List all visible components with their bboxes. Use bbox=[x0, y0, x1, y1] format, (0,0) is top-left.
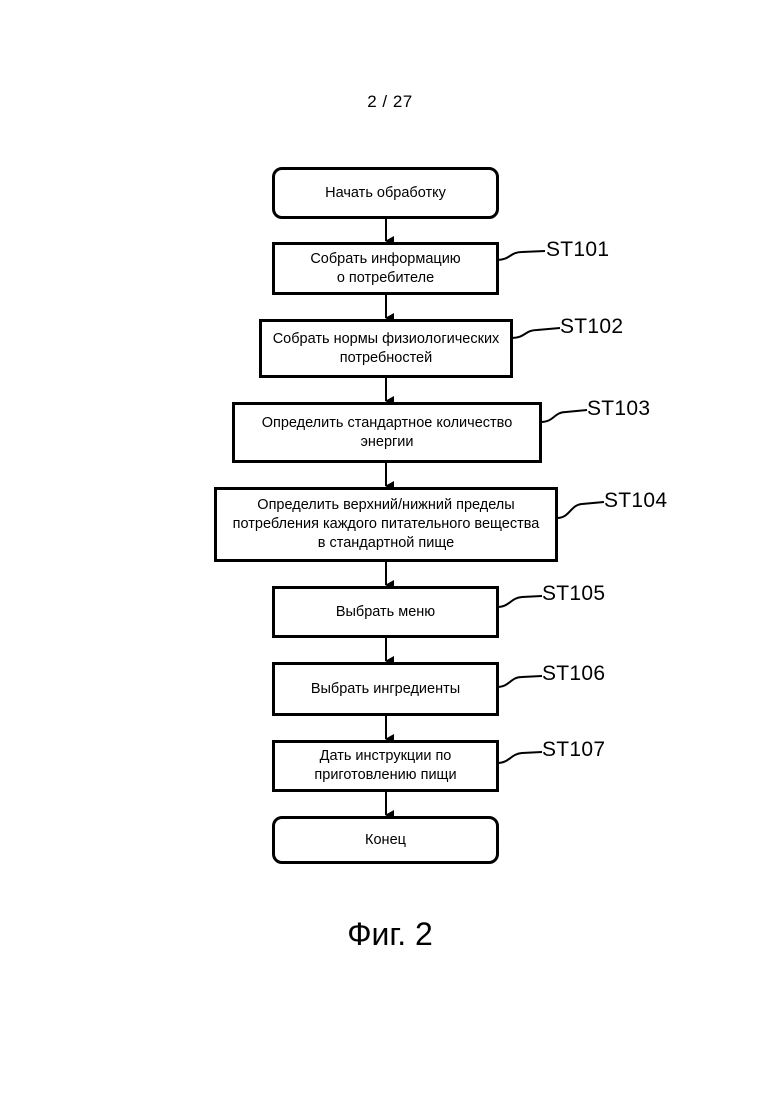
leader-st106 bbox=[497, 676, 542, 687]
leader-st105 bbox=[497, 596, 542, 607]
step-st104-box: Определить верхний/нижний пределы потреб… bbox=[214, 487, 558, 562]
leader-st104 bbox=[557, 502, 604, 518]
leader-st102 bbox=[512, 328, 560, 338]
step-st103-box: Определить стандартное количество энерги… bbox=[232, 402, 542, 463]
step-st104-label: ST104 bbox=[604, 489, 667, 513]
step-st106-box: Выбрать ингредиенты bbox=[272, 662, 499, 716]
start-node: Начать обработку bbox=[272, 167, 499, 219]
figure-caption: Фиг. 2 bbox=[0, 916, 780, 953]
step-st101-label: ST101 bbox=[546, 238, 609, 262]
step-st102-label: ST102 bbox=[560, 315, 623, 339]
leader-st107 bbox=[497, 752, 542, 763]
step-st102-box: Собрать нормы физиологических потребност… bbox=[259, 319, 513, 378]
step-st107-box: Дать инструкции по приготовлению пищи bbox=[272, 740, 499, 792]
step-st105-box: Выбрать меню bbox=[272, 586, 499, 638]
step-st106-label: ST106 bbox=[542, 662, 605, 686]
leader-st101 bbox=[497, 251, 545, 260]
step-st103-label: ST103 bbox=[587, 397, 650, 421]
step-st107-label: ST107 bbox=[542, 738, 605, 762]
step-st105-label: ST105 bbox=[542, 582, 605, 606]
leader-st103 bbox=[541, 410, 587, 422]
end-node: Конец bbox=[272, 816, 499, 864]
step-st101-box: Собрать информацию о потребителе bbox=[272, 242, 499, 295]
